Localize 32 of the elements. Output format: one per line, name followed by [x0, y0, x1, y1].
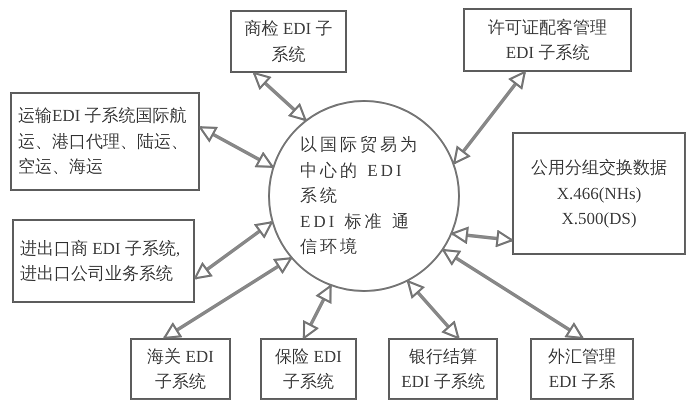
node-text: EDI 标准 通信环境 [300, 210, 413, 258]
node-text: X.500(DS) [561, 208, 637, 230]
double-arrow [194, 220, 273, 280]
subsystem-box [12, 219, 195, 303]
node-text: 保险 EDI 子系统 [274, 346, 343, 393]
double-arrow [406, 280, 460, 340]
double-arrow [451, 226, 514, 247]
node-text: 运输EDI 子系统国际航运、港口代理、陆运、空运、海运 [18, 105, 189, 178]
node-text: 商检 EDI 子系统 [244, 18, 334, 66]
double-arrow [442, 248, 584, 340]
subsystem-box [512, 132, 686, 255]
double-arrow [302, 284, 332, 340]
node-text: 海关 EDI 子系统 [146, 346, 215, 393]
node-text: X.466(NHs) [556, 182, 642, 205]
system-circle [268, 100, 460, 292]
node-text: 外汇管理 EDI 子系 [547, 346, 617, 393]
double-arrow [163, 256, 292, 340]
subsystem-box [463, 8, 632, 72]
node-text: 以国际贸易为中心的 EDI 系统 [300, 134, 421, 208]
subsystem-box [130, 338, 231, 400]
double-arrow [452, 70, 526, 164]
node-text: 公用分组交换数据 [531, 157, 667, 180]
node-text: 进出口商 EDI 子系统,进出口公司业务系统 [20, 238, 182, 285]
subsystem-box [388, 338, 498, 400]
subsystem-box [10, 92, 200, 191]
subsystem-box [260, 338, 357, 400]
subsystem-box [530, 338, 634, 400]
double-arrow [198, 126, 274, 168]
double-arrow [252, 72, 307, 122]
node-text: 许可证配客管理 EDI 子系统 [487, 16, 608, 64]
node-text: 银行结算 EDI 子系统 [400, 346, 486, 393]
subsystem-box [230, 10, 347, 73]
